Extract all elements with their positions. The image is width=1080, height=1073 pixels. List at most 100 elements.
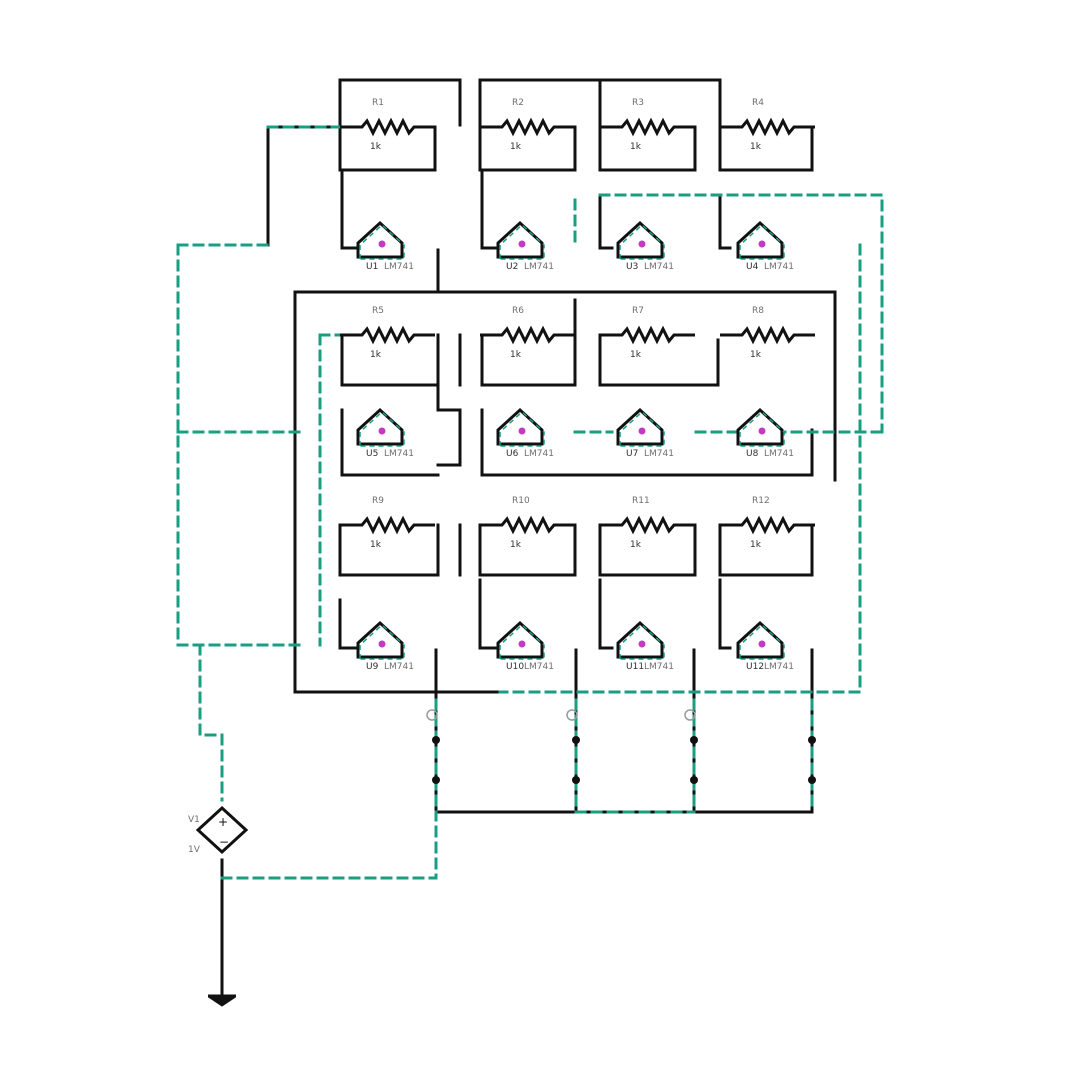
opamp-node-marker <box>378 240 386 248</box>
resistor-value: 1k <box>510 540 522 550</box>
opamp-node-marker <box>518 240 526 248</box>
resistor-value: 1k <box>370 350 382 360</box>
opamp-value: LM741 <box>524 262 554 272</box>
resistor-name: R11 <box>632 496 650 506</box>
opamp-highlight <box>359 410 405 447</box>
resistor-name: R1 <box>372 98 384 108</box>
resistor-name: R12 <box>752 496 770 506</box>
opamp-value: LM741 <box>644 449 674 459</box>
resistor-symbol <box>480 117 575 137</box>
opamp-name: U8 <box>746 449 759 459</box>
probe-marker <box>566 709 578 721</box>
resistor-value: 1k <box>370 540 382 550</box>
opamp-value: LM741 <box>524 662 554 672</box>
opamp-highlight <box>619 623 665 660</box>
opamp-highlight <box>619 410 665 447</box>
resistor-value: 1k <box>510 350 522 360</box>
ground-icon <box>208 994 236 1007</box>
resistor-name: R6 <box>512 306 524 316</box>
opamp-node-marker <box>518 640 526 648</box>
resistor-name: R7 <box>632 306 644 316</box>
resistor-value: 1k <box>510 142 522 152</box>
voltage-source[interactable]: + − V1 1V <box>188 805 249 855</box>
opamp-value: LM741 <box>384 662 414 672</box>
opamp-highlight <box>499 410 545 447</box>
opamp-highlight <box>739 410 785 447</box>
resistor-symbol <box>720 515 815 535</box>
opamp-name: U9 <box>366 662 379 672</box>
opamp-value: LM741 <box>524 449 554 459</box>
opamp-value: LM741 <box>764 262 794 272</box>
opamp-value: LM741 <box>384 262 414 272</box>
resistor-value: 1k <box>370 142 382 152</box>
opamp-node-marker <box>638 427 646 435</box>
opamp-node-marker <box>758 640 766 648</box>
opamp-name: U12 <box>746 662 764 672</box>
opamp-name: U4 <box>746 262 759 272</box>
junction-dot <box>432 776 440 784</box>
opamp-highlight <box>499 223 545 260</box>
junction-dot <box>572 776 580 784</box>
opamp-node-marker <box>758 427 766 435</box>
resistor-symbol <box>480 515 575 535</box>
resistor-symbol <box>600 117 695 137</box>
resistor-name: R5 <box>372 306 384 316</box>
resistor-symbol <box>340 515 435 535</box>
opamp-highlight <box>619 223 665 260</box>
resistor-value: 1k <box>750 142 762 152</box>
resistor-symbol <box>600 515 695 535</box>
source-minus-sign: − <box>219 835 229 849</box>
opamp-highlight <box>739 223 785 260</box>
source-name: V1 <box>188 815 200 825</box>
opamp-node-marker <box>518 427 526 435</box>
opamp-node-marker <box>378 640 386 648</box>
junction-dot <box>808 776 816 784</box>
resistor-name: R9 <box>372 496 384 506</box>
opamp-value: LM741 <box>644 662 674 672</box>
resistor-symbol <box>340 117 435 137</box>
resistor-symbol <box>480 325 575 345</box>
resistor-value: 1k <box>630 350 642 360</box>
opamp-name: U6 <box>506 449 519 459</box>
probe-marker <box>684 709 696 721</box>
junction-dot <box>432 736 440 744</box>
resistor-symbol <box>720 325 815 345</box>
resistor-value: 1k <box>630 540 642 550</box>
source-plus-sign: + <box>218 815 228 829</box>
resistor-name: R2 <box>512 98 524 108</box>
junction-dot <box>690 776 698 784</box>
resistor-value: 1k <box>750 540 762 550</box>
resistor-name: R10 <box>512 496 530 506</box>
opamp-node-marker <box>638 640 646 648</box>
junction-dot <box>572 736 580 744</box>
wires-solid <box>220 78 837 997</box>
opamp-node-marker <box>378 427 386 435</box>
opamp-name: U3 <box>626 262 638 272</box>
opamp-value: LM741 <box>764 449 794 459</box>
junction-group <box>432 736 816 784</box>
junction-dot <box>808 736 816 744</box>
opamp-name: U10 <box>506 662 524 672</box>
junction-dot <box>690 736 698 744</box>
resistor-symbol <box>720 117 815 137</box>
opamp-node-marker <box>638 240 646 248</box>
opamp-highlight <box>499 623 545 660</box>
opamp-highlight <box>739 623 785 660</box>
opamp-name: U11 <box>626 662 644 672</box>
source-value: 1V <box>188 845 201 855</box>
